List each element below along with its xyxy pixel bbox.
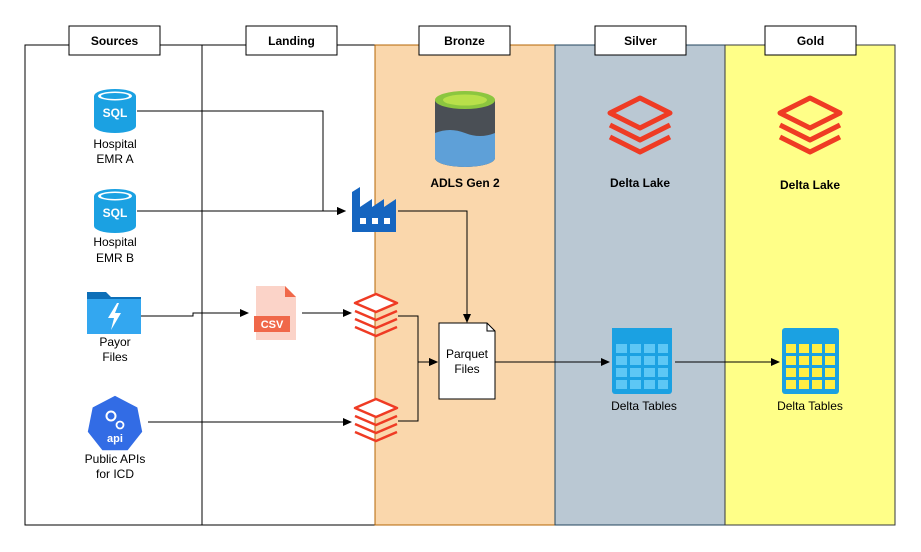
delta-table-icon-gold [782,328,839,394]
adls-label: ADLS Gen 2 [430,176,500,190]
header-landing: Landing [245,25,338,56]
csv-file-icon: CSV [254,286,296,340]
emr-b-label-line1: Hospital [93,235,136,249]
header-gold-label: Gold [797,34,824,48]
header-silver-label: Silver [624,34,657,48]
lane-landing [201,44,376,526]
api-icon-text: api [107,433,123,445]
edge-payor-to-csv [141,309,249,317]
databricks-icon-landing-1 [353,292,399,338]
gold-delta-tables-label: Delta Tables [777,399,843,413]
adls-storage-icon [435,91,495,167]
header-bronze: Bronze [418,25,511,56]
header-landing-label: Landing [268,34,315,48]
emr-b-label-line2: EMR B [96,251,134,265]
delta-lake-icon-gold [777,95,843,155]
sql-icon-emr-a: SQL [94,89,136,133]
delta-table-icon-silver [612,328,672,394]
api-label-line1: Public APIs [85,452,146,466]
databricks-icon-landing-2 [353,397,399,443]
gold-delta-lake-label: Delta Lake [780,178,840,192]
edge-factory-to-parquet [398,210,471,323]
silver-delta-tables-label: Delta Tables [611,399,677,413]
delta-lake-icon-silver [607,95,673,155]
header-sources: Sources [68,25,161,56]
emr-a-label-line2: EMR A [96,152,133,166]
edge-databricks-2-to-parquet [398,358,438,422]
emr-a-label-line1: Hospital [93,137,136,151]
sql-icon-emr-b-text: SQL [103,206,128,220]
parquet-files-document: Parquet Files [438,322,496,400]
lane-gold [724,44,896,526]
sql-icon-emr-b: SQL [94,189,136,233]
folder-icon-payor [87,292,141,334]
header-gold: Gold [764,25,857,56]
payor-label-line2: Files [102,350,127,364]
payor-label-line1: Payor [99,335,130,349]
parquet-label-line1: Parquet [446,347,489,361]
silver-delta-lake-label: Delta Lake [610,176,670,190]
header-silver: Silver [594,25,687,56]
header-bronze-label: Bronze [444,34,485,48]
parquet-label-line2: Files [454,362,479,376]
csv-icon-text: CSV [261,319,284,331]
api-label-line2: for ICD [96,467,134,481]
lane-silver [554,44,726,526]
factory-icon [352,187,396,232]
sql-icon-emr-a-text: SQL [103,106,128,120]
connectors [137,110,780,426]
header-sources-label: Sources [91,34,139,48]
api-icon: api [86,394,144,452]
